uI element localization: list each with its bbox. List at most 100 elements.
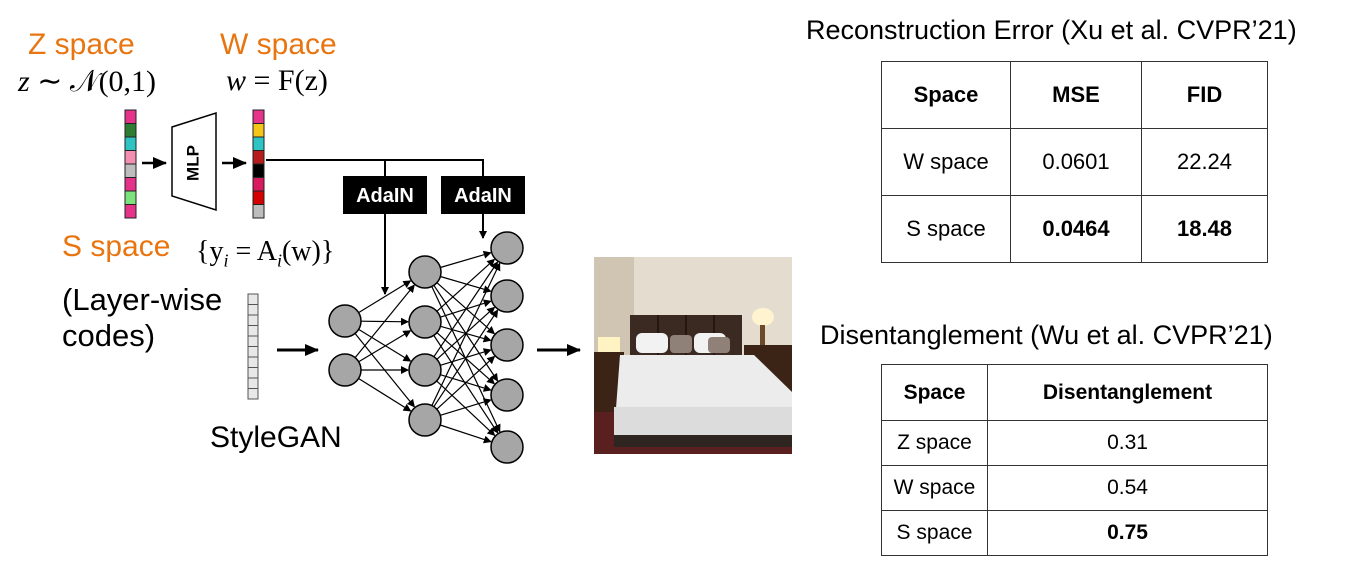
- z-space-formula: z ∼ 𝒩(0,1): [18, 64, 156, 99]
- table2-cell-best: 0.75: [987, 510, 1268, 556]
- network-edge: [433, 335, 499, 434]
- s-formula-rest: = A: [228, 236, 277, 267]
- table-row: W space 0.0601 22.24: [881, 128, 1268, 196]
- z-formula-rest: ∼ 𝒩(0,1): [29, 65, 157, 98]
- network-edge: [436, 258, 496, 312]
- table2-header-space: Space: [881, 364, 988, 421]
- s-vector-cell: [247, 356, 259, 368]
- table1-cell: S space: [881, 195, 1011, 263]
- network-node: [490, 279, 524, 313]
- z-formula-var: z: [18, 65, 30, 98]
- w-to-adain1-line: [266, 159, 386, 176]
- network-nodes: [328, 231, 524, 464]
- network-edge: [440, 275, 492, 294]
- w-to-adain2-line: [385, 159, 484, 176]
- table2-cell: S space: [881, 510, 988, 556]
- table1-header-space: Space: [881, 61, 1011, 129]
- s-formula-sub: i: [223, 250, 229, 271]
- z-vector-cell: [124, 163, 137, 178]
- adain-box-2: [441, 176, 525, 214]
- disentanglement-table: Space Disentanglement Z space 0.31 W spa…: [881, 364, 1268, 556]
- table2-title: Disentanglement (Wu et al. CVPR’21): [820, 320, 1273, 350]
- z-vector-cell: [124, 177, 137, 192]
- table2-header-row: Space Disentanglement: [881, 364, 1268, 421]
- table1-cell-best-fid: 18.48: [1141, 195, 1268, 263]
- table-row: S space 0.75: [881, 510, 1268, 556]
- table2-cell: 0.31: [987, 420, 1268, 466]
- z-vector: [124, 109, 137, 219]
- w-vector-cell: [252, 136, 265, 151]
- table2-cell: 0.54: [987, 465, 1268, 511]
- s-vector-cell: [247, 314, 259, 326]
- table1-header-mse: MSE: [1010, 61, 1142, 129]
- network-edge: [358, 328, 412, 362]
- network-edge: [436, 306, 496, 360]
- network-edge: [358, 330, 412, 363]
- network-edge: [440, 250, 492, 269]
- network-edge: [436, 355, 496, 410]
- s-vector-cell: [247, 335, 259, 347]
- network-node: [490, 328, 524, 362]
- w-space-formula: w = F(z): [226, 64, 328, 98]
- w-space-label: W space: [220, 28, 337, 61]
- s-space-label: S space: [62, 230, 171, 263]
- layer-wise-codes-label: (Layer-wise codes): [62, 282, 223, 353]
- network-node: [408, 255, 442, 289]
- table1-header-fid: FID: [1141, 61, 1268, 129]
- w-vector-cell: [252, 190, 265, 205]
- w-vector-cell: [252, 123, 265, 138]
- network-node: [408, 353, 442, 387]
- s-space-formula: {yi = Ai(w)}: [196, 236, 334, 272]
- w-vector-cell: [252, 109, 265, 124]
- w-vector-cell: [252, 177, 265, 192]
- network-edge: [440, 398, 492, 416]
- table1-title: Reconstruction Error (Xu et al. CVPR’21): [806, 15, 1297, 45]
- mlp-label: MLP: [183, 145, 202, 181]
- z-vector-cell: [124, 136, 137, 151]
- network-edge: [433, 261, 499, 358]
- s-formula-sub2: i: [276, 250, 282, 271]
- z-vector-cell: [124, 123, 137, 138]
- mlp-block: [171, 111, 217, 212]
- network-edge: [358, 377, 412, 412]
- table1-cell: 22.24: [1141, 128, 1268, 196]
- w-formula-rest: = F(z): [246, 64, 328, 97]
- network-node: [328, 304, 362, 338]
- bedroom-photo: [594, 257, 792, 454]
- network-node: [408, 305, 442, 339]
- w-vector-cell: [252, 204, 265, 219]
- adain-box-1: [343, 176, 427, 214]
- w-formula-var: w: [226, 64, 247, 97]
- z-vector-cell: [124, 190, 137, 205]
- adain-label-1: AdaIN: [356, 185, 414, 207]
- table2-cell: Z space: [881, 420, 988, 466]
- table-row: S space 0.0464 18.48: [881, 195, 1268, 263]
- network-edge: [436, 282, 496, 335]
- network-node: [490, 378, 524, 412]
- s-vector-cell: [247, 388, 259, 400]
- table1-cell: 0.0601: [1010, 128, 1142, 196]
- z-vector-cell: [124, 204, 137, 219]
- table2-cell: W space: [881, 465, 988, 511]
- stylegan-label: StyleGAN: [210, 421, 342, 454]
- s-vector-cell: [247, 346, 259, 358]
- network-node: [328, 353, 362, 387]
- network-edges: [354, 250, 501, 444]
- network-edge: [354, 284, 415, 358]
- table1-cell: W space: [881, 128, 1011, 196]
- s-vector-cell: [247, 293, 259, 305]
- w-vector-cell: [252, 150, 265, 165]
- table-row: Z space 0.31: [881, 420, 1268, 466]
- table1-header-row: Space MSE FID: [881, 61, 1268, 129]
- network-node: [408, 403, 442, 437]
- w-vector-cell: [252, 163, 265, 178]
- w-vector: [252, 109, 265, 219]
- s-formula-end: (w)}: [281, 236, 335, 267]
- network-edge: [433, 309, 499, 407]
- s-vector: [247, 293, 259, 400]
- network-edge: [358, 280, 412, 314]
- z-vector-cell: [124, 150, 137, 165]
- network-edge: [440, 424, 492, 444]
- adain-label-2: AdaIN: [454, 185, 512, 207]
- table1-cell-best-mse: 0.0464: [1010, 195, 1142, 263]
